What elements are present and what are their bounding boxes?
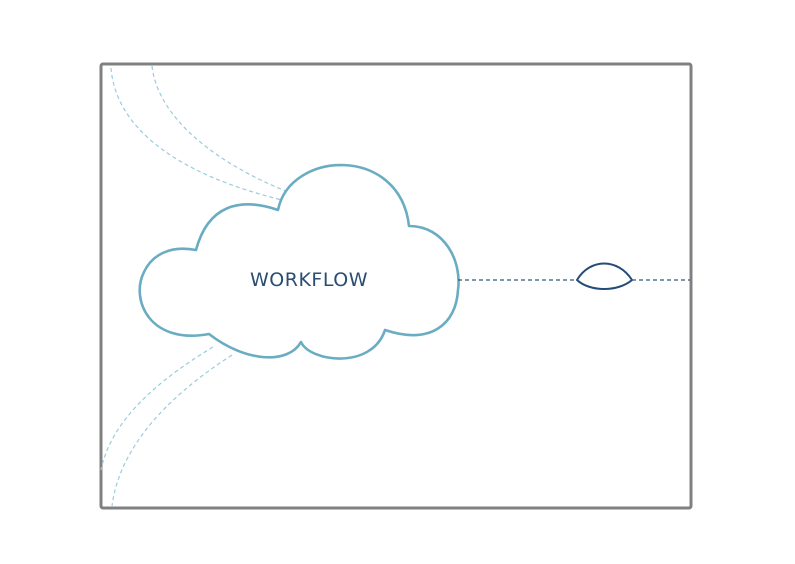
lens-shape <box>576 262 633 290</box>
bottom-outer-guide-curve <box>100 346 214 471</box>
bottom-inner-guide-curve <box>111 354 233 507</box>
top-outer-guide-curve <box>110 67 283 201</box>
workflow-cloud-shape <box>138 163 460 360</box>
top-inner-guide-curve <box>151 65 289 193</box>
cloud-label: WORKFLOW <box>250 269 368 291</box>
